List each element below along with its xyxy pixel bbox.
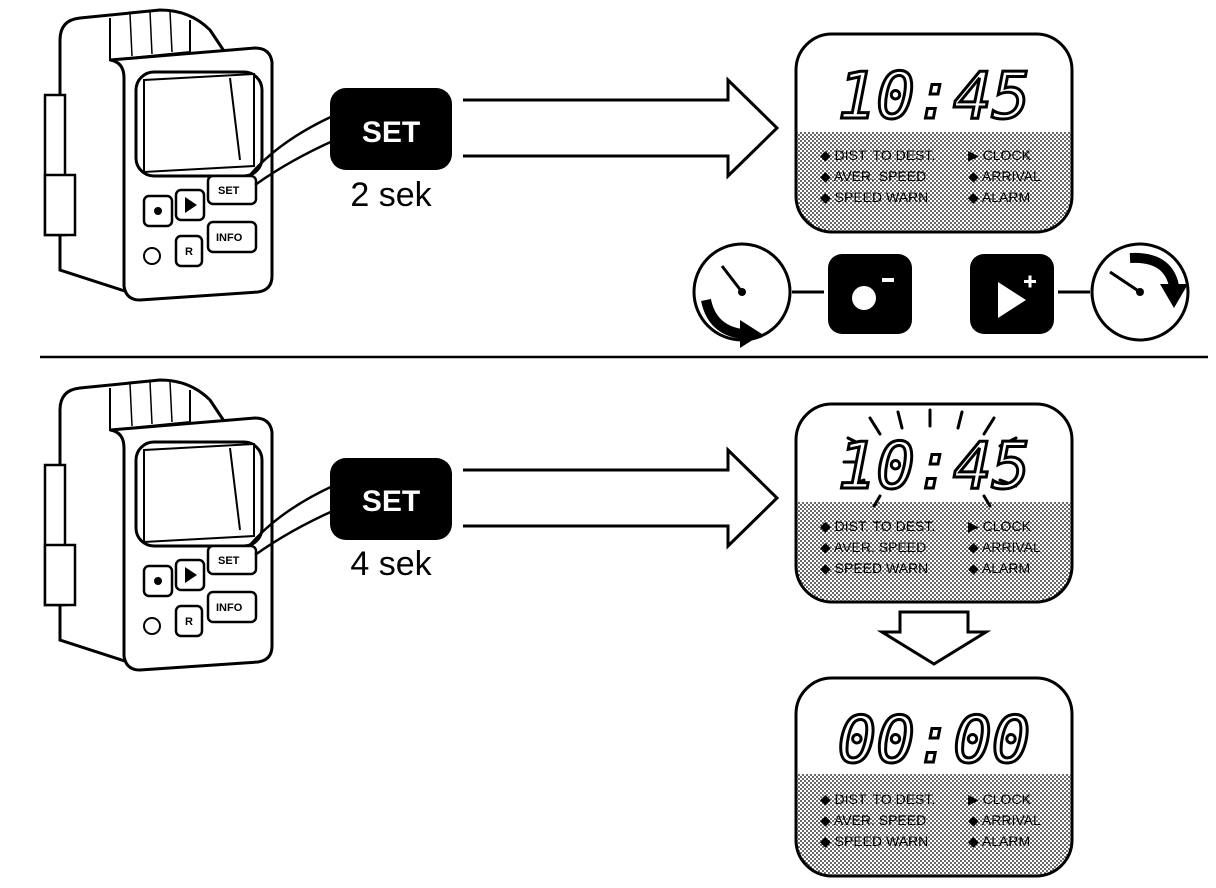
section-2: SET R INFO SET 4 sek bbox=[43, 378, 1074, 878]
trip-computer-device: SET R INFO bbox=[43, 8, 274, 302]
dot-minus-icon bbox=[828, 254, 912, 334]
device-r-button bbox=[174, 234, 204, 268]
device-r-label: R bbox=[185, 616, 193, 628]
svg-text:▶ CLOCK: ▶ CLOCK bbox=[968, 147, 1032, 163]
svg-text:◆ AVER. SPEED: ◆ AVER. SPEED bbox=[820, 812, 926, 828]
menu-right: ▶ CLOCK ◆ ARRIVAL ◆ ALARM bbox=[968, 147, 1041, 205]
set-key bbox=[330, 88, 452, 170]
device-info-label: INFO bbox=[216, 602, 243, 614]
set-key-label: SET bbox=[362, 116, 420, 149]
svg-text:▶ CLOCK: ▶ CLOCK bbox=[968, 791, 1032, 807]
hold-duration: 2 sek bbox=[350, 176, 432, 214]
svg-text:◆ ALARM: ◆ ALARM bbox=[968, 833, 1030, 849]
svg-text:◆ AVER. SPEED: ◆ AVER. SPEED bbox=[820, 539, 926, 555]
svg-text:◆ ALARM: ◆ ALARM bbox=[968, 189, 1030, 205]
device-set-label: SET bbox=[218, 555, 240, 567]
leader-lines bbox=[249, 113, 336, 187]
leader-lines bbox=[249, 483, 336, 557]
svg-text:◆ SPEED WARN: ◆ SPEED WARN bbox=[820, 560, 928, 576]
menu-right: ▶ CLOCK ◆ ARRIVAL ◆ ALARM bbox=[968, 791, 1041, 849]
menu-left: ◆ DIST. TO DEST. ◆ AVER. SPEED ◆ SPEED W… bbox=[820, 518, 935, 576]
menu-left: ◆ DIST. TO DEST. ◆ AVER. SPEED ◆ SPEED W… bbox=[820, 147, 935, 205]
down-arrow-icon bbox=[876, 610, 992, 666]
device-set-label: SET bbox=[218, 185, 240, 197]
set-key-label: SET bbox=[362, 485, 420, 518]
counterclockwise-dial-icon bbox=[692, 242, 792, 348]
svg-text:◆ DIST. TO DEST.: ◆ DIST. TO DEST. bbox=[820, 791, 935, 807]
svg-text:◆ SPEED WARN: ◆ SPEED WARN bbox=[820, 833, 928, 849]
device-set-button bbox=[206, 544, 258, 576]
clockwise-dial-icon bbox=[1090, 242, 1190, 342]
play-plus-icon bbox=[970, 254, 1054, 334]
svg-text:◆ ALARM: ◆ ALARM bbox=[968, 560, 1030, 576]
right-arrow-icon bbox=[463, 76, 780, 180]
lcd-display-reset: 00:00 ◆ DIST. TO DEST. ◆ AVER. SPEED ◆ S… bbox=[794, 676, 1074, 878]
device-info-label: INFO bbox=[216, 232, 243, 244]
set-key bbox=[330, 458, 452, 540]
section-1: SET R INFO SET 2 sek 10:45 ◆ DIST. TO DE… bbox=[43, 8, 1190, 348]
trip-computer-device: SET R INFO bbox=[43, 378, 274, 672]
time-readout: 00:00 bbox=[838, 704, 1031, 778]
hold-duration: 4 sek bbox=[350, 545, 432, 583]
lcd-display: 10:45 ◆ DIST. TO DEST. ◆ AVER. SPEED ◆ S… bbox=[794, 32, 1074, 234]
menu-left: ◆ DIST. TO DEST. ◆ AVER. SPEED ◆ SPEED W… bbox=[820, 791, 935, 849]
svg-text:◆ ARRIVAL: ◆ ARRIVAL bbox=[968, 168, 1041, 184]
svg-text:▶ CLOCK: ▶ CLOCK bbox=[968, 518, 1032, 534]
menu-right: ▶ CLOCK ◆ ARRIVAL ◆ ALARM bbox=[968, 518, 1041, 576]
svg-text:◆ SPEED WARN: ◆ SPEED WARN bbox=[820, 189, 928, 205]
svg-text:◆ DIST. TO DEST.: ◆ DIST. TO DEST. bbox=[820, 147, 935, 163]
svg-text:◆ DIST. TO DEST.: ◆ DIST. TO DEST. bbox=[820, 518, 935, 534]
time-readout: 10:45 bbox=[838, 60, 1031, 134]
device-set-button bbox=[206, 174, 258, 206]
blink-rays bbox=[842, 408, 1022, 508]
svg-text:◆ AVER. SPEED: ◆ AVER. SPEED bbox=[820, 168, 926, 184]
device-info-button bbox=[206, 220, 258, 254]
device-r-label: R bbox=[185, 246, 193, 258]
right-arrow-icon bbox=[463, 446, 780, 550]
lcd-display-blinking: 10:45 ◆ DIST. TO DEST. ◆ AVER. SPEED ◆ S… bbox=[794, 402, 1074, 604]
svg-text:◆ ARRIVAL: ◆ ARRIVAL bbox=[968, 539, 1041, 555]
svg-text:◆ ARRIVAL: ◆ ARRIVAL bbox=[968, 812, 1041, 828]
time-readout: 10:45 bbox=[838, 430, 1031, 504]
